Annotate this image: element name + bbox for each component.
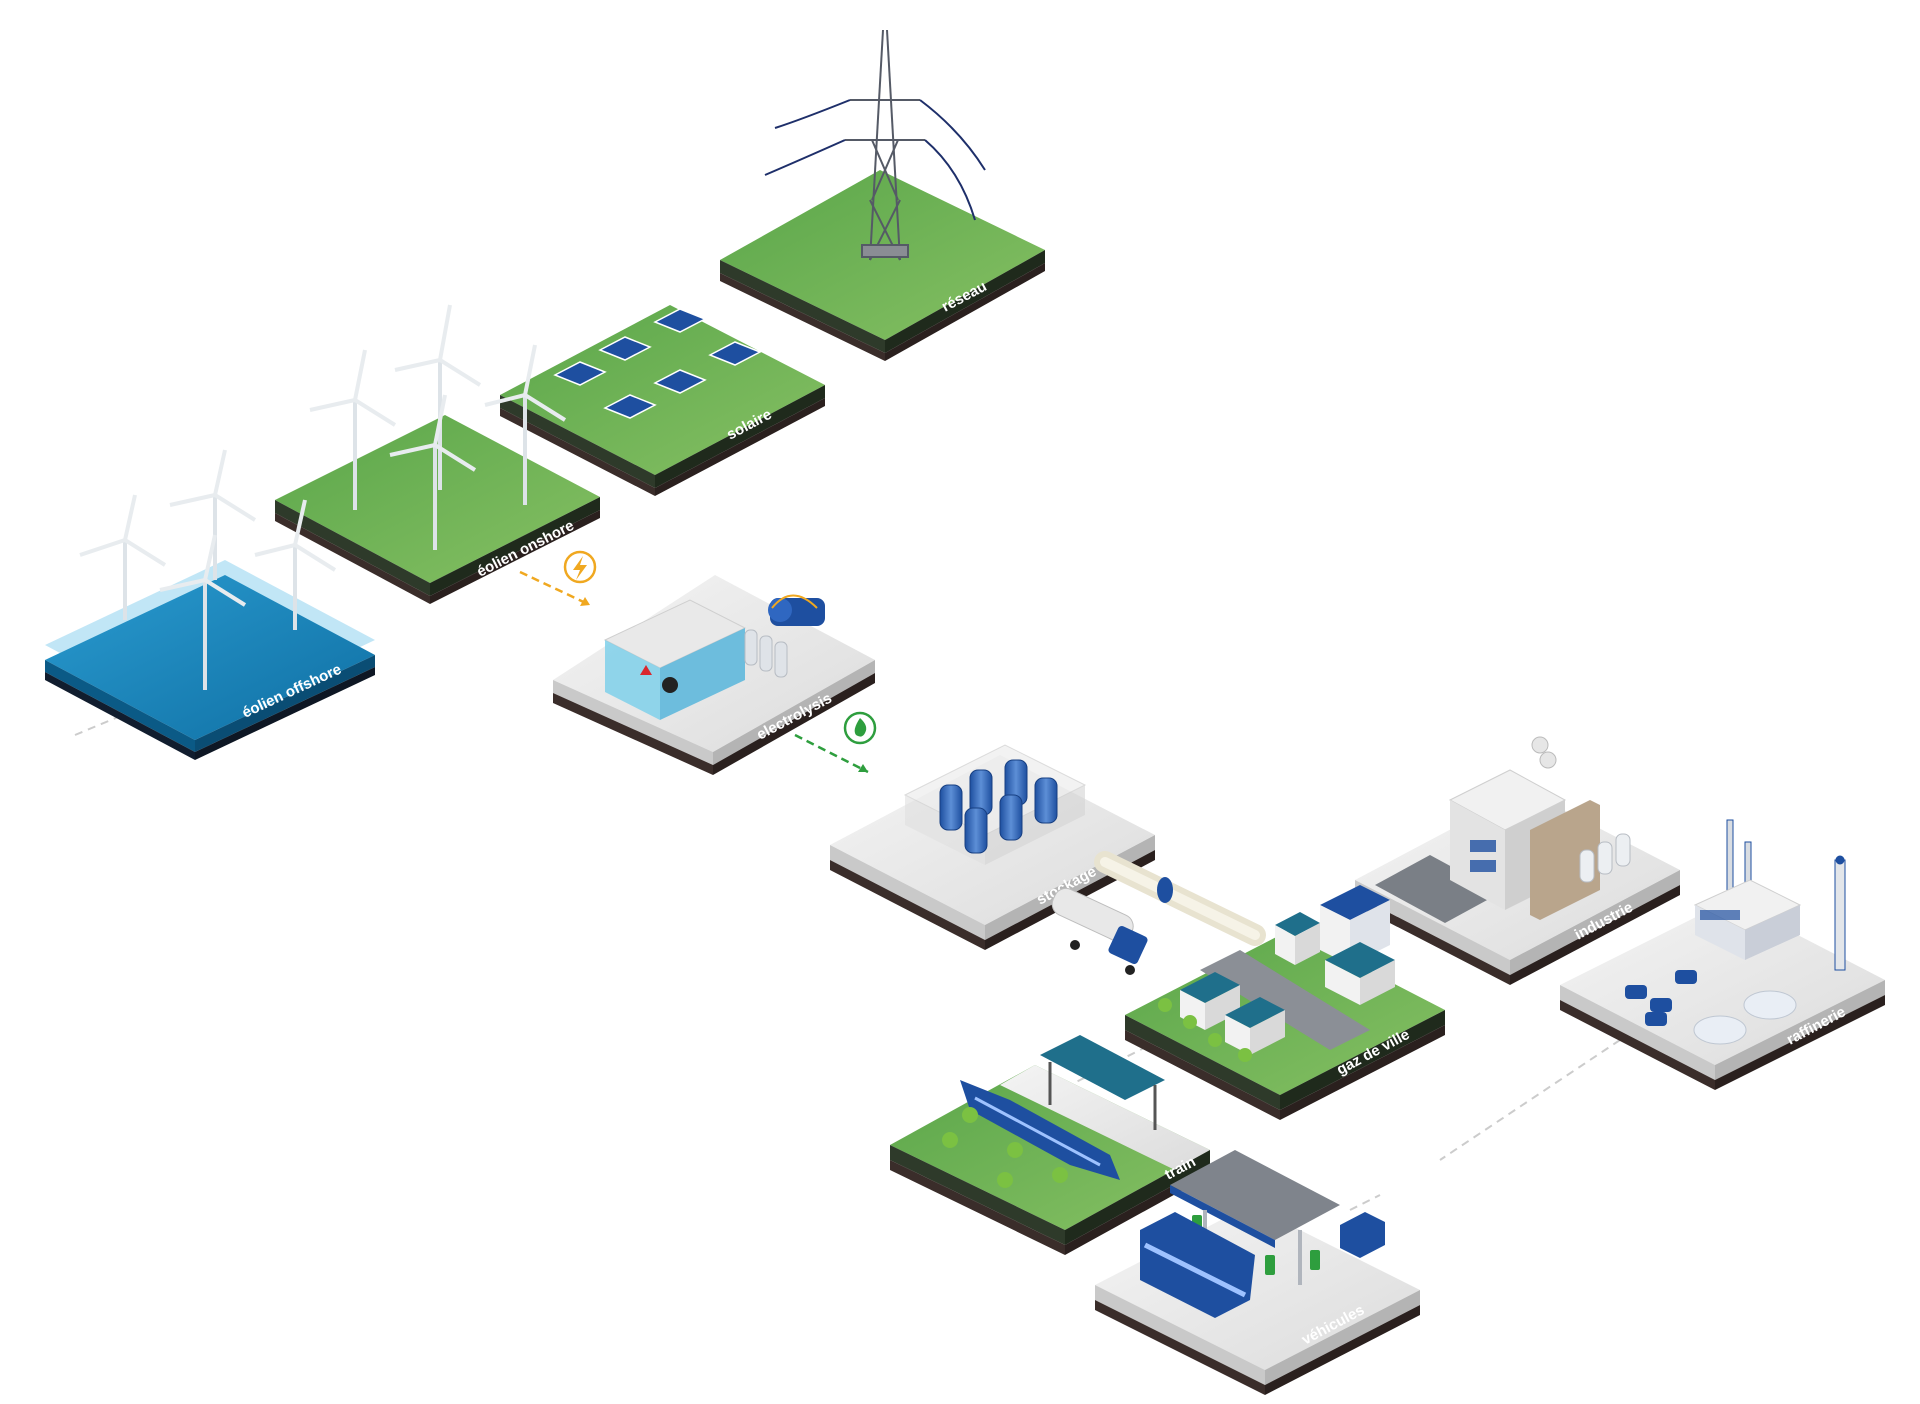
electrolyser-unit	[662, 677, 678, 693]
car	[1340, 1212, 1385, 1258]
tile-eolien-offshore: éolien offshore	[45, 560, 375, 760]
hydrogen-flow-arrow	[795, 713, 875, 772]
wind-turbine-icon	[170, 450, 255, 580]
electricity-flow-arrow	[520, 552, 595, 606]
tile-reseau: réseau	[720, 30, 1045, 361]
tile-electrolysis: electrolysis	[553, 575, 875, 775]
tile-industrie: industrie	[1355, 737, 1680, 985]
tile-eolien-onshore: éolien onshore	[275, 415, 600, 604]
tile-solaire: solaire	[500, 305, 825, 496]
compressor	[768, 596, 825, 627]
tanker-truck	[1048, 885, 1149, 975]
